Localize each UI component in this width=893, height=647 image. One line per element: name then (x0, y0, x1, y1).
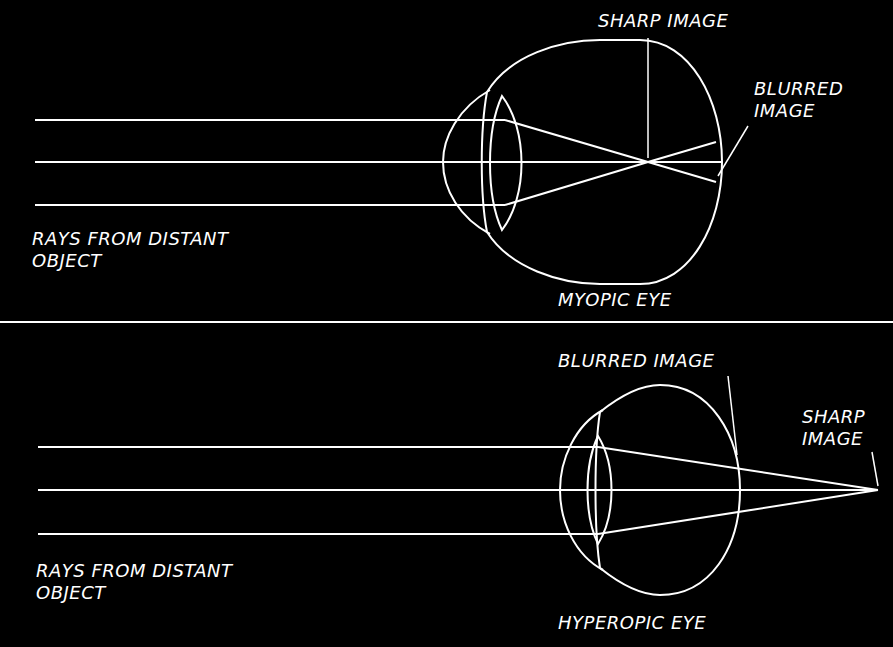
leader-line (647, 38, 649, 158)
rays-label: RAYS FROM DISTANT OBJECT (34, 560, 243, 604)
light-ray (38, 446, 598, 448)
rays-label: RAYS FROM DISTANT OBJECT (30, 228, 239, 272)
light-ray (38, 533, 598, 535)
light-ray (35, 161, 722, 163)
panel-divider (0, 321, 893, 323)
light-ray (598, 490, 878, 534)
leader-line (718, 126, 748, 176)
light-ray (38, 489, 878, 491)
image-label: SHARP IMAGE (800, 406, 886, 450)
image-label: BLURRED IMAGE (752, 78, 876, 122)
leader-line (872, 452, 878, 486)
eye-type-label: MYOPIC EYE (556, 289, 674, 311)
light-ray (35, 204, 505, 206)
light-ray (505, 142, 716, 205)
light-ray (35, 119, 505, 121)
leader-line (728, 376, 737, 455)
eye-type-label: HYPEROPIC EYE (556, 612, 708, 634)
image-label: SHARP IMAGE (596, 10, 730, 32)
image-label: BLURRED IMAGE (556, 350, 717, 372)
light-ray (598, 447, 878, 490)
